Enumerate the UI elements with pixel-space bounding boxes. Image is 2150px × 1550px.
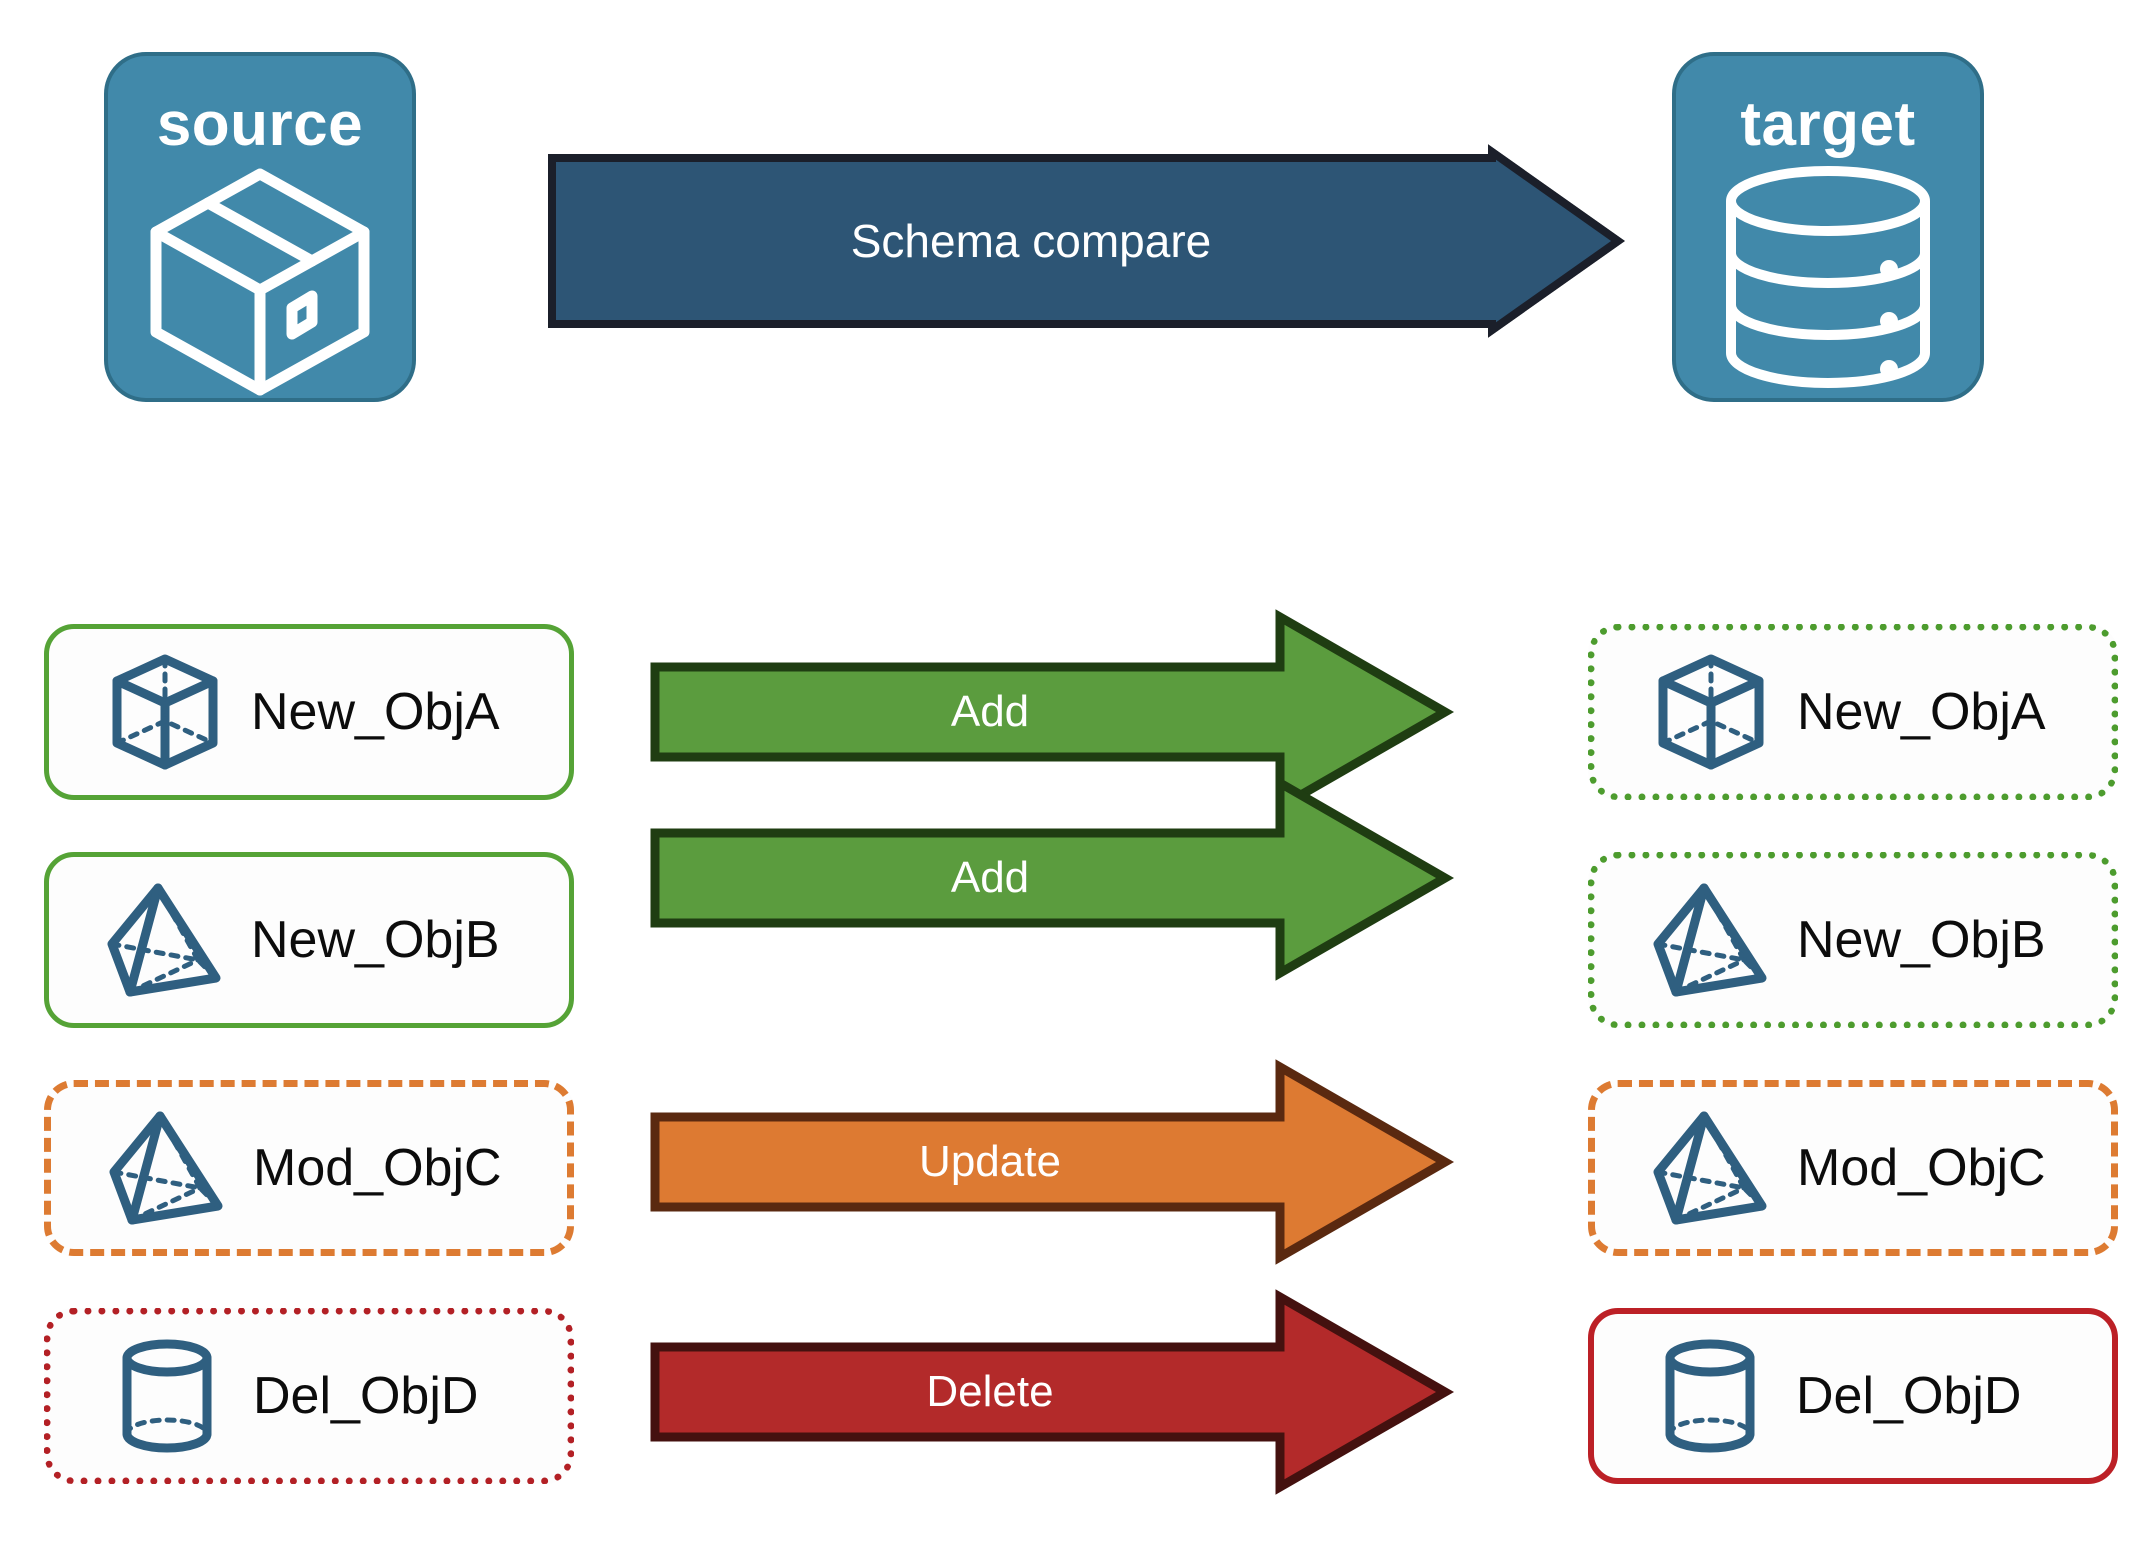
target-chip-label: New_ObjA	[1797, 683, 2046, 741]
target-chip-label: New_ObjB	[1797, 911, 2046, 969]
wireframe-pyramid-icon	[107, 1108, 227, 1228]
wireframe-cylinder-icon	[107, 1336, 227, 1456]
endpoint-source[interactable]: source	[104, 52, 416, 402]
source-chip-del-objd[interactable]: Del_ObjD	[44, 1308, 574, 1484]
schema-compare-arrow: Schema compare	[548, 144, 1625, 338]
wireframe-pyramid-icon	[105, 880, 225, 1000]
wireframe-pyramid-icon	[1651, 880, 1771, 1000]
endpoint-source-label: source	[156, 90, 364, 159]
target-chip-new-objb[interactable]: New_ObjB	[1588, 852, 2118, 1028]
target-chip-label: Del_ObjD	[1796, 1367, 2022, 1425]
wireframe-cube-icon	[105, 652, 225, 772]
source-chip-mod-objc[interactable]: Mod_ObjC	[44, 1080, 574, 1256]
target-chip-del-objd[interactable]: Del_ObjD	[1588, 1308, 2118, 1484]
source-chip-new-obja[interactable]: New_ObjA	[44, 624, 574, 800]
action-arrow-update: Update	[650, 1059, 1455, 1265]
source-chip-label: New_ObjB	[251, 911, 500, 969]
endpoint-target[interactable]: target	[1672, 52, 1984, 402]
wireframe-cylinder-icon	[1650, 1336, 1770, 1456]
wireframe-cube-icon	[1651, 652, 1771, 772]
target-chip-label: Mod_ObjC	[1797, 1139, 2046, 1197]
package-box-icon	[108, 156, 412, 398]
source-chip-new-objb[interactable]: New_ObjB	[44, 852, 574, 1028]
endpoint-target-label: target	[1740, 90, 1916, 159]
source-chip-label: Mod_ObjC	[253, 1139, 502, 1197]
target-chip-new-obja[interactable]: New_ObjA	[1588, 624, 2118, 800]
wireframe-pyramid-icon	[1651, 1108, 1771, 1228]
source-chip-label: New_ObjA	[251, 683, 500, 741]
action-arrow-delete: Delete	[650, 1289, 1455, 1495]
action-arrow-add-2: Add	[650, 775, 1455, 981]
target-chip-mod-objc[interactable]: Mod_ObjC	[1588, 1080, 2118, 1256]
database-cylinder-icon	[1676, 156, 1980, 398]
source-chip-label: Del_ObjD	[253, 1367, 479, 1425]
